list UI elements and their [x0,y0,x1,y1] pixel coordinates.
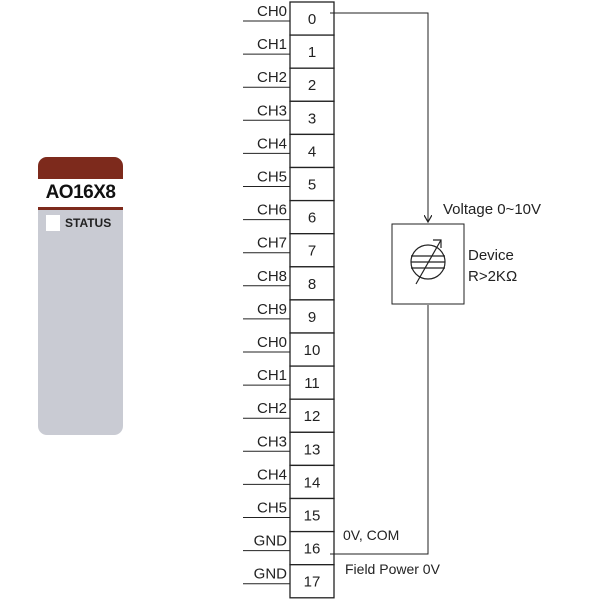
terminal-row: 8 CH8 [243,266,335,301]
terminal-number: 2 [308,77,316,94]
terminal-signal-label: CH8 [257,268,287,285]
terminal-signal-label: CH2 [257,400,287,417]
terminal-row: 14 CH4 [243,464,335,500]
terminal-signal-label: CH0 [257,334,287,351]
terminal-number: 3 [308,110,316,127]
terminal-signal-label: CH6 [257,202,287,219]
terminal-signal-label: CH4 [257,135,287,152]
terminal-number: 12 [304,408,321,425]
terminal-number: 9 [308,309,316,326]
terminal-cell [289,299,335,334]
terminal-number: 0 [308,11,316,28]
terminal-row: 17 GND [243,564,335,599]
terminal-row: 6 CH6 [243,199,335,235]
adjustable-resistor-icon [410,239,446,285]
terminal-cell [289,564,335,599]
terminal-signal-label: CH5 [257,169,287,186]
common-label: 0V, COM [343,527,399,543]
terminal-number: 10 [304,342,321,359]
terminal-cell [289,497,335,533]
terminal-cell [289,332,335,367]
terminal-row: 13 CH3 [243,431,335,467]
module-model-label: AO16X8 [38,179,123,210]
terminal-signal-label: CH3 [257,433,287,450]
terminal-signal-label: CH2 [257,69,287,86]
terminal-number: 16 [304,541,321,558]
terminal-cell [289,133,335,169]
terminal-number: 4 [308,143,316,160]
voltage-label: Voltage 0~10V [443,201,541,218]
terminal-number: 5 [308,177,316,194]
terminal-signal-label: CH1 [257,36,287,53]
module-cap [38,157,123,179]
terminal-row: 15 CH5 [243,497,335,533]
terminal-cell [289,431,335,467]
terminal-cell [289,199,335,235]
terminal-cell [289,530,335,566]
terminal-cell [289,67,335,102]
device-spec-label: R>2KΩ [468,268,517,285]
terminal-number: 8 [308,276,316,293]
terminal-number: 17 [304,574,321,591]
terminal-number: 13 [304,441,321,458]
terminal-signal-label: CH7 [257,235,287,252]
terminal-row: 5 CH5 [243,166,335,202]
terminal-row: 2 CH2 [243,67,335,102]
ao16x8-module: AO16X8 STATUS [38,157,123,435]
signal-wire [330,12,428,222]
device-box [391,223,465,305]
terminal-row: 1 CH1 [243,34,335,69]
terminal-number: 6 [308,210,316,227]
terminal-signal-label: GND [254,533,288,550]
terminal-cell [289,34,335,69]
terminal-signal-label: CH1 [257,367,287,384]
terminal-number: 1 [308,44,316,61]
terminal-row: 9 CH9 [243,299,335,334]
terminal-row: 10 CH0 [243,332,335,367]
terminal-block: 0CH01CH12CH23CH34CH45CH56CH67CH78CH89CH9… [243,1,335,599]
terminal-number: 11 [304,375,320,392]
status-led [46,215,60,231]
terminal-cell [289,1,335,36]
terminal-row: 0 CH0 [243,1,335,36]
terminal-signal-label: GND [254,566,288,583]
terminal-number: 14 [304,474,321,491]
terminal-number: 15 [304,508,321,525]
status-row: STATUS [38,213,123,235]
terminal-cell [289,365,335,400]
terminal-cell [289,166,335,202]
device-name-label: Device [468,247,514,264]
terminal-cell [289,233,335,268]
status-label: STATUS [65,216,112,230]
terminal-row: 11 CH1 [243,365,335,400]
terminal-row: 3 CH3 [243,100,335,136]
terminal-cell [289,100,335,136]
terminal-signal-label: CH0 [257,3,287,20]
terminal-signal-label: CH3 [257,102,287,119]
terminal-row: 12 CH2 [243,398,335,433]
terminal-row: 16 GND [243,530,335,566]
terminal-signal-label: CH5 [257,500,287,517]
return-wire [330,305,429,555]
field-power-label: Field Power 0V [345,561,441,577]
terminal-row: 4 CH4 [243,133,335,169]
terminal-signal-label: CH4 [257,466,287,483]
terminal-cell [289,398,335,433]
terminal-number: 7 [308,243,316,260]
terminal-signal-label: CH9 [257,301,287,318]
terminal-row: 7 CH7 [243,233,335,268]
